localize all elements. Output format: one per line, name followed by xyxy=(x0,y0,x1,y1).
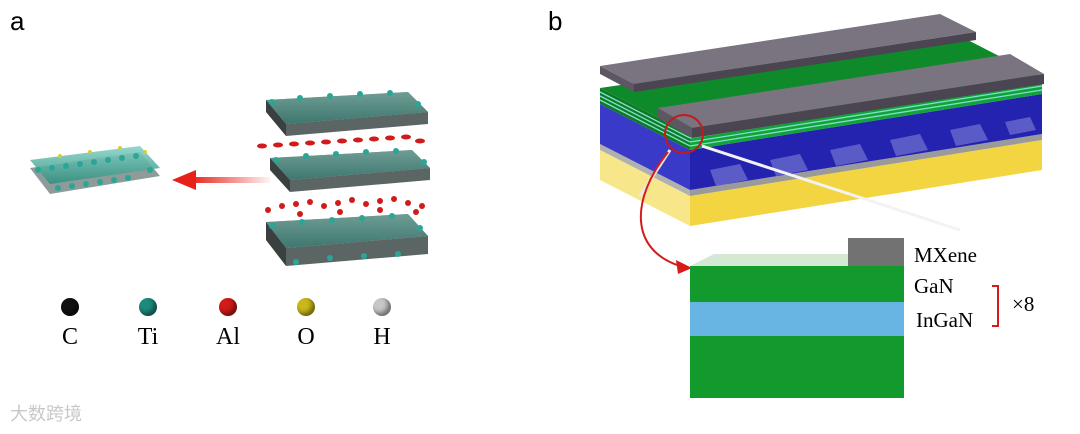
legend-item-h: H xyxy=(352,298,412,351)
exfoliation-arrow xyxy=(172,170,270,190)
exfoliated-mxene-flake xyxy=(30,146,160,194)
oxygen-atom-icon xyxy=(297,298,315,316)
device-3d-structure xyxy=(600,14,1044,230)
max-phase-stack xyxy=(257,90,430,266)
mxene-contact-block xyxy=(848,238,904,266)
legend-label: Al xyxy=(198,324,258,351)
legend-item-al: Al xyxy=(198,298,258,351)
repeat-bracket xyxy=(992,286,998,326)
legend-item-o: O xyxy=(276,298,336,351)
cross-section-zoom xyxy=(690,238,904,398)
watermark: 大数跨境 xyxy=(10,400,82,426)
label-ingan: InGaN xyxy=(916,308,973,333)
legend-label: Ti xyxy=(118,324,178,351)
titanium-atom-icon xyxy=(139,298,157,316)
legend-label: O xyxy=(276,324,336,351)
legend-label: H xyxy=(352,324,412,351)
gan-layer-bottom xyxy=(690,336,904,398)
label-gan: GaN xyxy=(914,274,954,299)
aluminum-atom-icon xyxy=(219,298,237,316)
legend-item-ti: Ti xyxy=(118,298,178,351)
ingan-layer xyxy=(690,302,904,336)
legend-label: C xyxy=(40,324,100,351)
hydrogen-atom-icon xyxy=(373,298,391,316)
carbon-atom-icon xyxy=(61,298,79,316)
label-repeat: ×8 xyxy=(1012,292,1034,317)
legend-item-c: C xyxy=(40,298,100,351)
gan-layer-top xyxy=(690,266,904,302)
element-legend: C Ti Al O H xyxy=(40,298,420,358)
label-mxene: MXene xyxy=(914,243,977,268)
